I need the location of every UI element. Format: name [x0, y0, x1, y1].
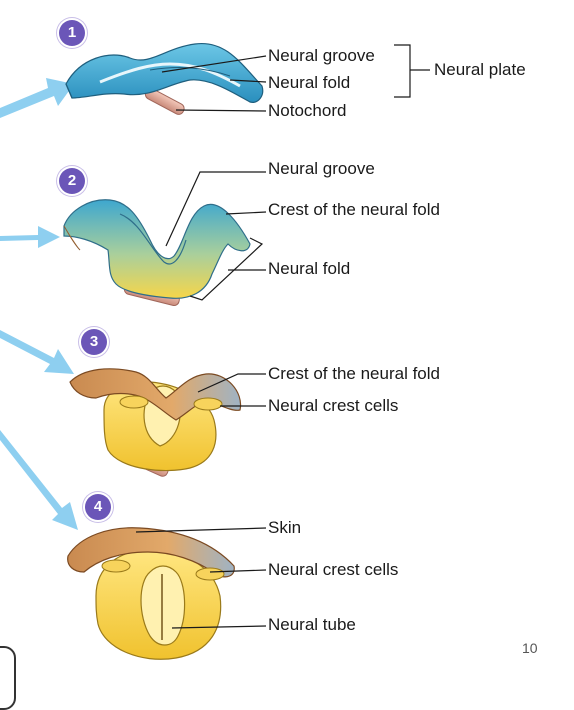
- label-neural-fold-2: Neural fold: [268, 259, 351, 278]
- arrow-stage-3: [0, 330, 74, 374]
- stage-4-neural-tube: [67, 527, 235, 660]
- label-neural-groove-1: Neural groove: [268, 46, 375, 65]
- arrow-stage-1: [0, 78, 74, 118]
- stage-3-badge: 3: [81, 329, 107, 355]
- crest-cell-right-4: [195, 567, 225, 581]
- arrow-stage-4: [0, 430, 78, 530]
- stage-2-badge: 2: [59, 168, 85, 194]
- label-crest-neural-fold-3: Crest of the neural fold: [268, 364, 440, 383]
- crest-cell-right-3: [193, 397, 223, 411]
- crest-cell-left-4: [101, 559, 131, 573]
- page-number: 10: [522, 640, 538, 656]
- label-skin: Skin: [268, 518, 302, 537]
- leader-lines: [135, 44, 430, 629]
- label-neural-groove-2: Neural groove: [268, 159, 375, 178]
- label-neural-crest-cells-3: Neural crest cells: [268, 396, 399, 415]
- stage-4-badge: 4: [85, 494, 111, 520]
- stage-2-neural-fold: [63, 199, 251, 307]
- corner-control-shape: [0, 646, 16, 710]
- label-neural-plate: Neural plate: [434, 60, 526, 79]
- neural-tube-formation-diagram: 1 2 3 4 Neural groove Neural fold Notoch…: [0, 20, 538, 710]
- label-neural-crest-cells-4: Neural crest cells: [268, 560, 399, 579]
- label-neural-tube: Neural tube: [268, 615, 356, 634]
- label-crest-neural-fold-2: Crest of the neural fold: [268, 200, 440, 219]
- label-notochord: Notochord: [268, 101, 347, 120]
- crest-cell-left-3: [119, 395, 149, 409]
- stage-1-badge: 1: [59, 20, 85, 46]
- arrow-stage-2: [0, 226, 60, 248]
- label-neural-fold-1: Neural fold: [268, 73, 351, 92]
- diagram-artwork: [0, 42, 430, 660]
- stage-3-neural-crest: [69, 368, 242, 477]
